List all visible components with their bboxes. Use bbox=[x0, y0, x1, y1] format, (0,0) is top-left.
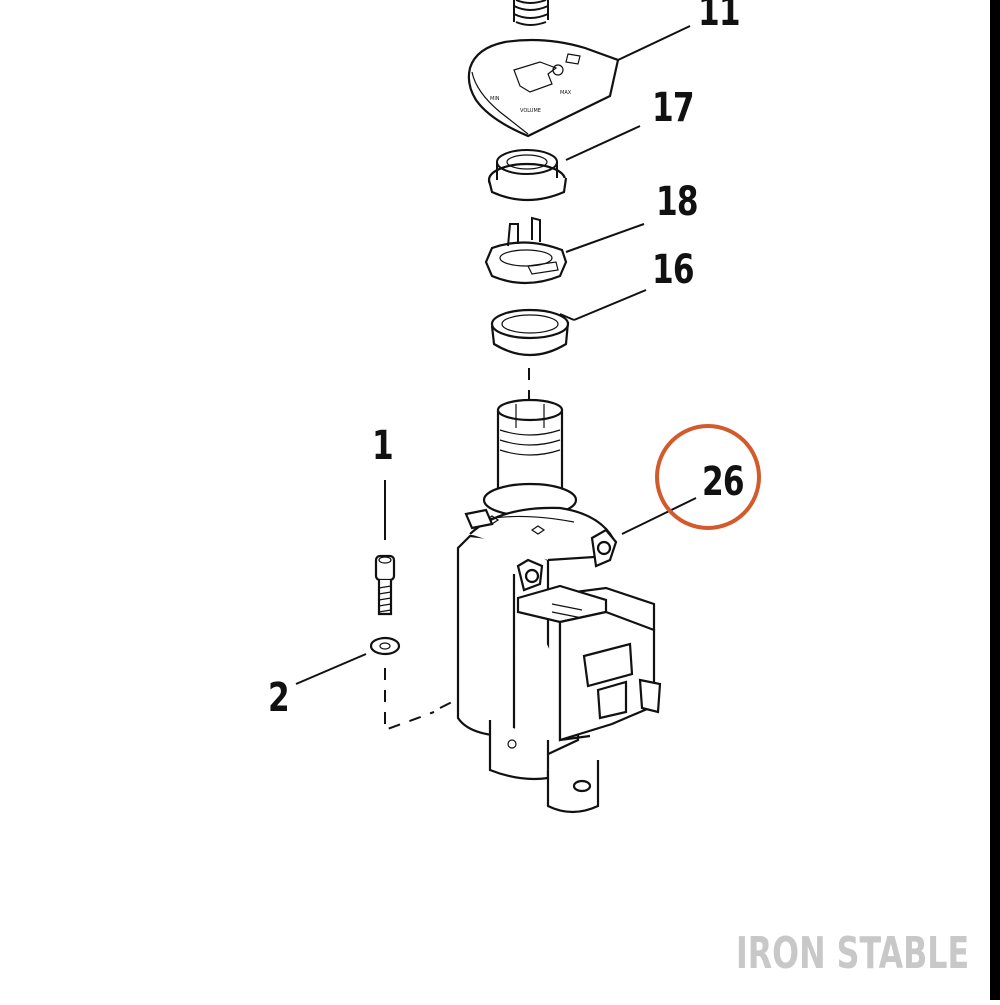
callout-17: 17 bbox=[652, 85, 695, 131]
part-26-pump bbox=[456, 398, 662, 814]
part-18-cam bbox=[484, 216, 568, 285]
callout-11: 11 bbox=[698, 0, 741, 35]
part-2-washer bbox=[369, 636, 401, 656]
leader-17 bbox=[565, 125, 641, 161]
leader-2 bbox=[295, 653, 367, 685]
leader-18 bbox=[565, 223, 645, 253]
callout-16: 16 bbox=[652, 247, 695, 293]
highlight-circle bbox=[655, 424, 761, 530]
assembly-axis-screw-end bbox=[439, 699, 457, 709]
leader-11 bbox=[617, 25, 691, 61]
plate-label-min: MIN bbox=[490, 96, 500, 102]
part-1-screw bbox=[374, 554, 396, 616]
part-11-plate: MIN MAX VOLUME bbox=[467, 38, 620, 138]
part-17-ring bbox=[487, 149, 568, 202]
watermark-text: IRON STABLE bbox=[736, 928, 970, 979]
callout-18: 18 bbox=[656, 179, 699, 225]
callout-2: 2 bbox=[268, 675, 290, 721]
leader-16 bbox=[573, 289, 647, 321]
leader-26 bbox=[621, 497, 697, 535]
callout-26: 26 bbox=[702, 459, 745, 505]
right-edge-border bbox=[990, 0, 1000, 1000]
spring-part bbox=[513, 0, 549, 26]
plate-label-volume: VOLUME bbox=[520, 108, 541, 114]
assembly-axis-screw bbox=[384, 668, 435, 732]
callout-1: 1 bbox=[372, 423, 394, 469]
plate-label-max: MAX bbox=[560, 90, 572, 96]
part-16-collar bbox=[490, 308, 575, 356]
